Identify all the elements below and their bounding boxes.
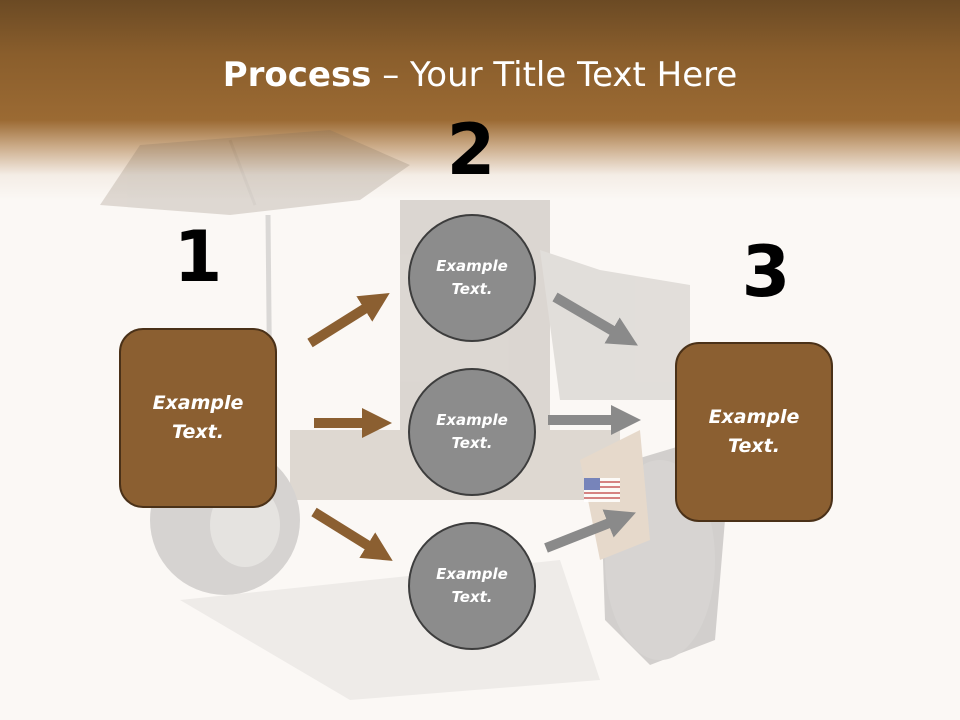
step-circle-2: Example Text.	[408, 368, 536, 496]
step-number-1: 1	[173, 216, 223, 298]
flag-icon	[584, 478, 620, 502]
step-number-3: 3	[741, 231, 791, 313]
step-number-2: 2	[446, 109, 496, 191]
title-text: – Your Title Text Here	[371, 55, 738, 95]
slide-title: Process – Your Title Text Here	[0, 50, 960, 100]
arrow-box1-to-circle1	[307, 293, 390, 348]
step-circle-1-text: Example Text.	[436, 257, 508, 298]
step-box-1: Example Text.	[119, 328, 277, 508]
title-bold-word: Process	[222, 55, 372, 95]
step-circle-3-text: Example Text.	[436, 565, 508, 606]
arrow-circle1-to-box3	[552, 292, 638, 346]
step-circle-3: Example Text.	[408, 522, 536, 650]
step-circle-1: Example Text.	[408, 214, 536, 342]
arrow-box1-to-circle3	[311, 507, 393, 561]
step-circle-2-text: Example Text.	[436, 411, 508, 452]
arrow-circle3-to-box3	[544, 509, 636, 553]
step-box-3-text: Example Text.	[708, 406, 800, 457]
step-box-1-text: Example Text.	[152, 392, 244, 443]
step-box-3: Example Text.	[675, 342, 833, 522]
title-band	[0, 0, 960, 200]
